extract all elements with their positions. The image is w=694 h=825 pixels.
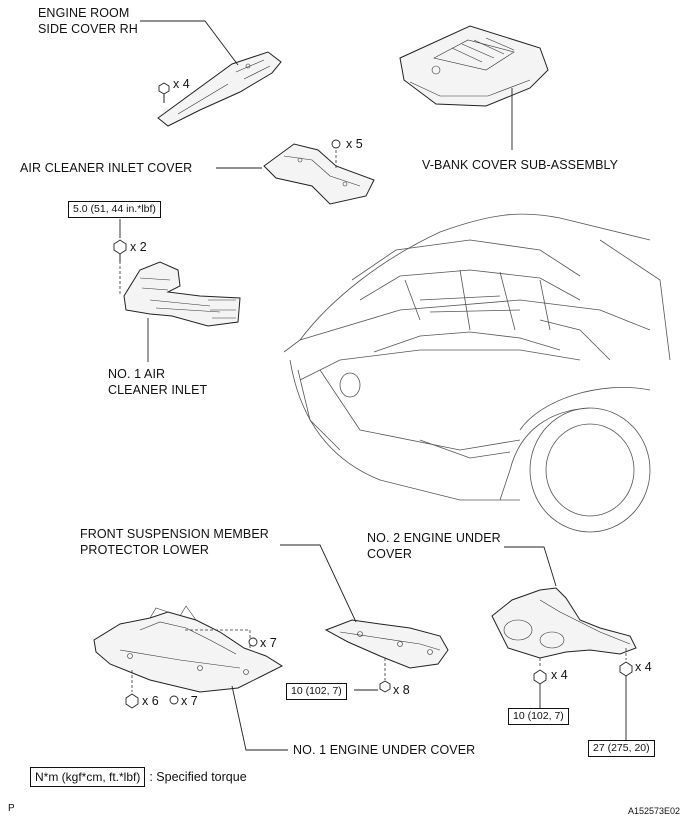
label-no2-engine-under-cover-line2: COVER xyxy=(367,547,412,561)
torque-air-inlet: 5.0 (51, 44 in.*lbf) xyxy=(68,201,161,218)
leader-protector xyxy=(280,544,357,623)
torque-no2-cover-left: 10 (102, 7) xyxy=(508,708,569,725)
bolt-icon xyxy=(533,669,547,685)
qty-inlet-cover-clips: x 5 xyxy=(346,137,363,151)
leader-no2-under-cover xyxy=(504,546,557,587)
label-no2-engine-under-cover-line1: NO. 2 ENGINE UNDER xyxy=(367,531,501,545)
label-no1-air-cleaner-inlet-line1: NO. 1 AIR xyxy=(108,367,166,381)
clip-icon xyxy=(248,637,258,647)
bolt-icon xyxy=(619,661,633,677)
qty-air-inlet-bolts: x 2 xyxy=(130,240,147,254)
bolt-icon xyxy=(379,680,391,693)
air-cleaner-inlet-cover-part xyxy=(263,143,375,205)
no1-air-cleaner-inlet-part xyxy=(123,261,241,327)
qty-side-cover-bolts: x 4 xyxy=(173,77,190,91)
label-front-suspension-member-line2: PROTECTOR LOWER xyxy=(80,543,210,557)
v-bank-cover-part xyxy=(399,25,549,107)
no1-engine-under-cover-part xyxy=(93,605,284,693)
legend-unit-box: N*m (kgf*cm, ft.*lbf) xyxy=(30,767,146,787)
qty-protector-clips: x 7 xyxy=(260,636,277,650)
bolt-icon xyxy=(113,239,127,262)
clip-icon xyxy=(169,695,179,705)
label-no1-air-cleaner-inlet-line2: CLEANER INLET xyxy=(108,383,208,397)
bolt-icon xyxy=(158,82,170,103)
qty-protector-bolts-8: x 8 xyxy=(393,683,410,697)
label-front-suspension-member-line1: FRONT SUSPENSION MEMBER xyxy=(80,527,269,541)
label-air-cleaner-inlet-cover: AIR CLEANER INLET COVER xyxy=(20,161,193,175)
no2-engine-under-cover-part xyxy=(491,587,637,659)
qty-no2-cover-bolts-left: x 4 xyxy=(551,668,568,682)
legend-text: : Specified torque xyxy=(149,770,247,784)
clip-icon xyxy=(331,139,341,149)
label-engine-room-side-cover-line2: SIDE COVER RH xyxy=(38,22,138,36)
torque-protector: 10 (102, 7) xyxy=(286,683,347,700)
front-suspension-member-protector-part xyxy=(324,619,449,669)
qty-under-cover-clips-7: x 7 xyxy=(181,694,198,708)
torque-no2-cover-right: 27 (275, 20) xyxy=(588,740,655,757)
label-v-bank-cover: V-BANK COVER SUB-ASSEMBLY xyxy=(422,158,619,172)
figure-id: A152573E02 xyxy=(628,806,681,816)
leader-no1-under-cover xyxy=(231,685,288,751)
engine-room-side-cover-part xyxy=(157,51,282,127)
label-engine-room-side-cover-line1: ENGINE ROOM xyxy=(38,6,130,20)
torque-legend: N*m (kgf*cm, ft.*lbf) : Specified torque xyxy=(30,767,247,787)
leader-side-cover xyxy=(140,20,239,66)
qty-under-cover-bolts-6: x 6 xyxy=(142,694,159,708)
qty-no2-cover-bolts-right: x 4 xyxy=(635,660,652,674)
vehicle-front-illustration xyxy=(283,213,671,533)
page-letter: P xyxy=(8,803,15,814)
bolt-icon xyxy=(125,693,139,709)
label-no1-engine-under-cover: NO. 1 ENGINE UNDER COVER xyxy=(293,743,476,757)
